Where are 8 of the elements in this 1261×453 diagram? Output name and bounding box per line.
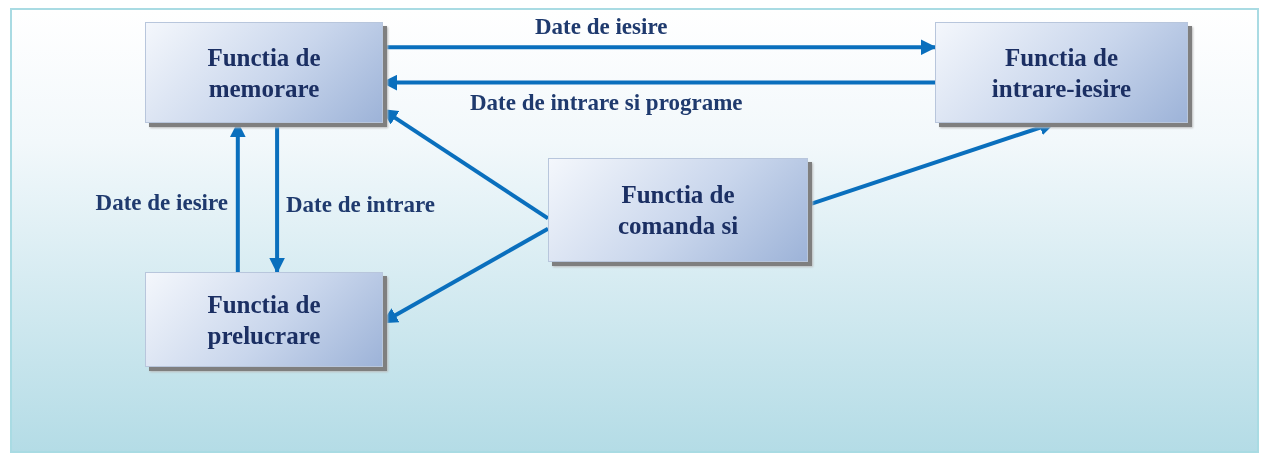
edge-label: Date de intrare [286, 192, 436, 218]
edge-label: Date de iesire [95, 190, 228, 216]
box-title: Functia de memorare [206, 42, 322, 104]
box-title: Functia de prelucrare [206, 289, 322, 351]
edge-label: Date de intrare si programe [470, 90, 743, 116]
box-title: Functia de comanda si [616, 180, 740, 241]
edge-label: Date de iesire [535, 14, 668, 40]
box-title: Functia de intrare-iesire [990, 42, 1133, 104]
